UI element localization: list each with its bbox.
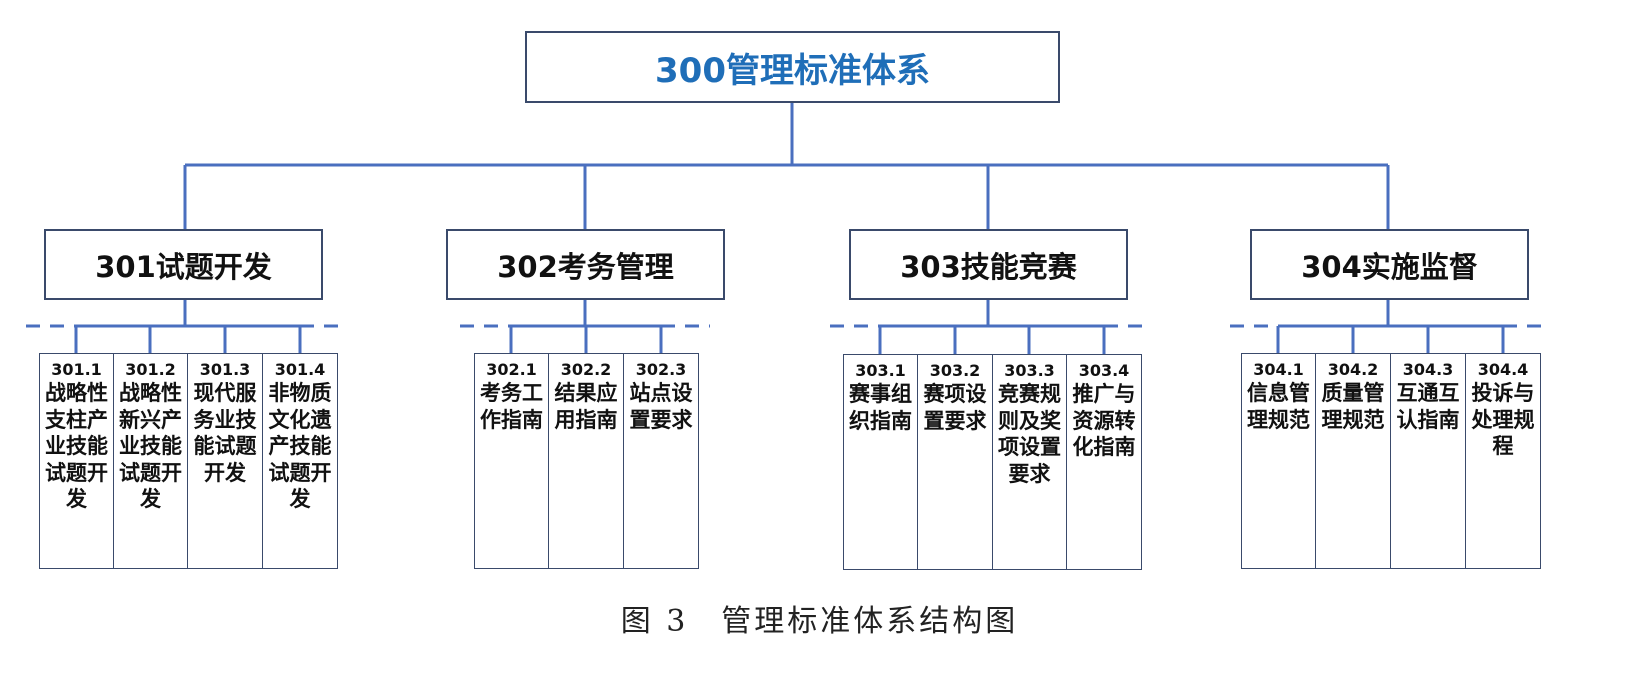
root-label: 300管理标准体系 [655,50,930,91]
figure-caption: 图 3 管理标准体系结构图 [620,604,1019,639]
leaf-text: 互通互认指南 [1396,381,1460,432]
category-label: 304实施监督 [1301,249,1478,284]
leaf-code: 303.3 [1004,361,1055,380]
leaf-text: 战略性新兴产业技能试题开发 [119,381,182,511]
leaf-text: 推广与资源转化指南 [1072,382,1136,459]
leaf-303-1: 303.1 赛事组织指南 [843,354,918,570]
leaf-code: 301.2 [125,360,176,379]
leaf-code: 304.1 [1253,360,1304,379]
leaf-text: 赛事组织指南 [849,382,912,433]
leaf-303-3: 303.3 竞赛规则及奖项设置要求 [992,354,1067,570]
category-label: 303技能竞赛 [900,249,1077,284]
leaf-302-3: 302.3 站点设置要求 [623,353,699,569]
leaf-304-4: 304.4 投诉与处理规程 [1465,353,1541,569]
leaf-text: 考务工作指南 [480,381,543,432]
leaf-301-4: 301.4 非物质文化遗产技能试题开发 [262,353,338,569]
leaf-text: 现代服务业技能试题开发 [193,381,257,485]
leaf-code: 304.2 [1327,360,1379,379]
leaf-code: 302.1 [486,360,537,379]
leaf-304-3: 304.3 互通互认指南 [1390,353,1466,569]
leaf-text: 投诉与处理规程 [1471,381,1535,458]
leaf-code: 303.1 [855,361,906,380]
leaf-code: 303.2 [929,361,981,380]
leaf-code: 301.3 [199,360,251,379]
leaf-304-1: 304.1 信息管理规范 [1241,353,1316,569]
leaf-text: 竞赛规则及奖项设置要求 [998,382,1061,486]
leaf-text: 非物质文化遗产技能试题开发 [268,381,332,511]
leaf-302-1: 302.1 考务工作指南 [474,353,549,569]
leaf-code: 302.3 [635,360,687,379]
leaf-text: 站点设置要求 [629,381,693,432]
leaf-code: 304.4 [1477,360,1529,379]
leaf-text: 质量管理规范 [1321,381,1385,432]
leaf-text: 结果应用指南 [554,381,618,432]
leaf-301-2: 301.2 战略性新兴产业技能试题开发 [113,353,188,569]
category-301: 301试题开发 [44,229,323,300]
leaf-303-2: 303.2 赛项设置要求 [917,354,993,570]
leaf-302-2: 302.2 结果应用指南 [548,353,624,569]
leaf-text: 赛项设置要求 [923,382,987,433]
leaf-301-1: 301.1 战略性支柱产业技能试题开发 [39,353,114,569]
category-302: 302考务管理 [446,229,725,300]
leaf-code: 303.4 [1078,361,1130,380]
category-304: 304实施监督 [1250,229,1529,300]
leaf-303-4: 303.4 推广与资源转化指南 [1066,354,1142,570]
leaf-text: 战略性支柱产业技能试题开发 [45,381,108,511]
leaf-code: 301.1 [51,360,102,379]
leaf-code: 302.2 [560,360,612,379]
category-303: 303技能竞赛 [849,229,1128,300]
leaf-text: 信息管理规范 [1247,381,1310,432]
category-label: 301试题开发 [95,249,272,284]
leaf-304-2: 304.2 质量管理规范 [1315,353,1391,569]
root-node: 300管理标准体系 [525,31,1060,103]
leaf-301-3: 301.3 现代服务业技能试题开发 [187,353,263,569]
leaf-code: 301.4 [274,360,326,379]
leaf-code: 304.3 [1402,360,1454,379]
category-label: 302考务管理 [497,249,674,284]
